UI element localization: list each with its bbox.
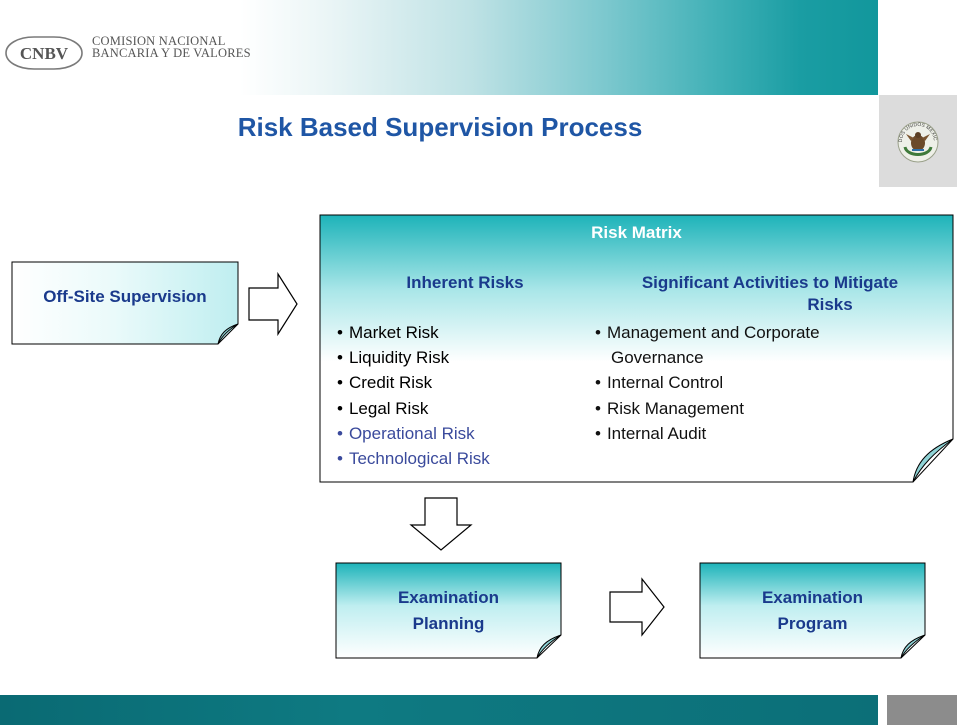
logo-abbrev: CNBV <box>20 44 69 63</box>
list-item: •Legal Risk <box>337 398 429 418</box>
offsite-supervision-label: Off-Site Supervision <box>43 287 207 306</box>
arrow-down <box>409 497 473 551</box>
examination-program-label: Examination Program <box>700 585 925 637</box>
examination-program-line1: Examination <box>761 588 864 607</box>
cnbv-logo: CNBV <box>4 34 84 72</box>
seal-panel: ESTADOS UNIDOS MEXICANOS <box>879 95 957 187</box>
list-item: •Technological Risk <box>337 449 490 469</box>
inherent-risks-list: •Market Risk •Liquidity Risk •Credit Ris… <box>337 320 490 471</box>
list-item: •Internal Audit <box>595 423 707 443</box>
arrow-right-2 <box>609 577 665 637</box>
risk-matrix-box: Risk Matrix Inherent Risks Significant A… <box>319 214 954 483</box>
list-item: •Risk Management <box>595 398 744 418</box>
footer-corner <box>887 695 957 725</box>
org-name-line2: BANCARIA Y DE VALORES <box>92 46 251 60</box>
footer-band <box>0 695 878 725</box>
mitigating-heading-line1: Significant Activities to Mitigate <box>641 273 899 292</box>
mitigating-heading-line2: Risks <box>807 295 853 314</box>
org-name-line1: COMISION NACIONAL <box>92 34 226 48</box>
mexican-coat-of-arms-seal-icon: ESTADOS UNIDOS MEXICANOS <box>895 117 939 163</box>
list-item: •Market Risk <box>337 323 439 342</box>
mitigating-activities-heading: Significant Activities to Mitigate Risks <box>600 272 940 316</box>
offsite-supervision-box: Off-Site Supervision <box>11 261 239 345</box>
list-item: •Operational Risk <box>337 423 475 443</box>
examination-planning-label: Examination Planning <box>336 585 561 637</box>
arrow-right-1 <box>248 271 298 337</box>
examination-program-box: Examination Program <box>699 562 926 659</box>
inherent-risks-heading: Inherent Risks <box>406 273 524 292</box>
org-name: COMISION NACIONAL BANCARIA Y DE VALORES <box>92 34 251 60</box>
examination-program-line2: Program <box>777 614 848 633</box>
header-corner <box>878 0 957 95</box>
header-band <box>0 0 878 95</box>
examination-planning-box: Examination Planning <box>335 562 562 659</box>
list-item: •Internal Control <box>595 373 724 393</box>
list-item: •Liquidity Risk <box>337 348 450 368</box>
examination-planning-line2: Planning <box>412 614 485 633</box>
list-item: •Credit Risk <box>337 373 433 393</box>
page-title: Risk Based Supervision Process <box>237 112 643 142</box>
examination-planning-line1: Examination <box>397 588 500 607</box>
risk-matrix-title: Risk Matrix <box>591 223 682 242</box>
